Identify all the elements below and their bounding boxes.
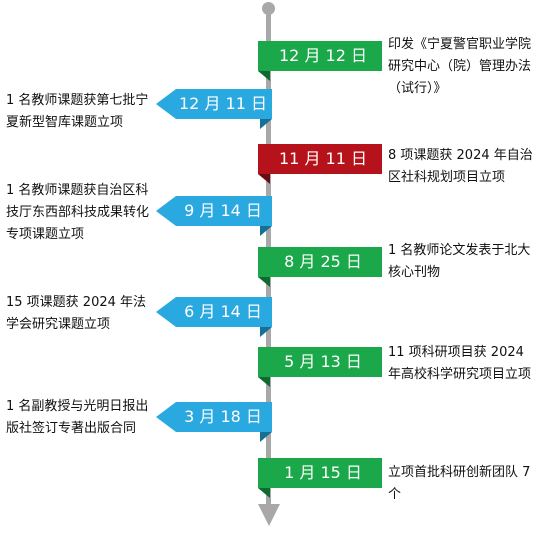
tag-fold [258,377,270,387]
event-description: 1 名副教授与光明日报出版社签订专著出版合同 [6,399,149,436]
event-date-tag: 9 月 14 日 [156,196,272,226]
event-date-tag: 12 月 11 日 [156,89,272,119]
event-description: 11 项科研项目获 2024 年高校科学研究项目立项 [388,345,532,382]
tag-fold [258,71,270,81]
event-description: 立项首批科研创新团队 7 个 [388,465,531,502]
event-date-tag: 6 月 14 日 [156,297,272,327]
event-date-tag: 3 月 18 日 [156,402,272,432]
event-date-tag: 11 月 11 日 [258,144,382,174]
event-date-tag: 1 月 15 日 [258,458,382,488]
event-description: 1 名教师课题获第七批宁夏新型智库课题立项 [6,93,149,130]
event-description: 印发《宁夏警官职业学院研究中心（院）管理办法（试行）》 [388,37,532,96]
event-date-tag: 5 月 13 日 [258,347,382,377]
event-description: 1 名教师课题获自治区科技厅东西部科技成果转化专项课题立项 [6,183,150,242]
event-date-tag: 8 月 25 日 [258,247,382,277]
tag-fold [260,432,272,442]
event-date-tag: 12 月 12 日 [258,41,382,71]
tag-fold [260,119,272,129]
tag-fold [258,174,270,184]
event-description: 8 项课题获 2024 年自治区社科规划项目立项 [388,148,533,185]
tag-fold [258,488,270,498]
tag-fold [260,327,272,337]
tag-fold [260,226,272,236]
timeline-arrow-icon [258,504,280,526]
event-description: 1 名教师论文发表于北大核心刊物 [388,243,531,280]
tag-fold [258,277,270,287]
event-description: 15 项课题获 2024 年法学会研究课题立项 [6,295,147,332]
timeline-start-dot [262,2,275,15]
